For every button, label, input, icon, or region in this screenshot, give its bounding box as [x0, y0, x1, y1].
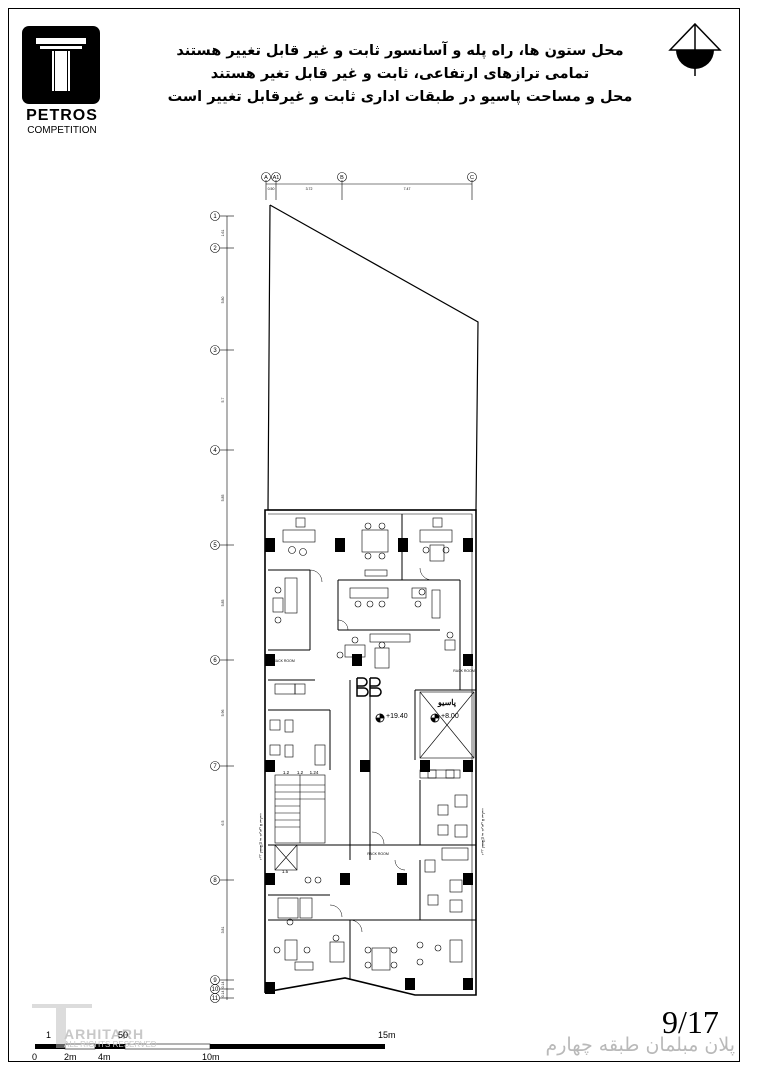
- row-dim: 5.85: [221, 495, 225, 502]
- row-label: 8: [213, 878, 217, 884]
- scale-bar: [35, 1043, 385, 1050]
- interior-walls: [268, 514, 476, 980]
- row-dim: 1.61: [221, 230, 225, 237]
- row-label: 1: [213, 214, 217, 220]
- row-dim: 5.85: [221, 600, 225, 607]
- brand-block: PETROS COMPETITION: [16, 107, 108, 137]
- door-swings: [309, 567, 433, 933]
- level-main: +19.40: [386, 713, 408, 720]
- col-label: A1: [273, 175, 280, 181]
- sheet-number: 9/17: [662, 1004, 719, 1040]
- patio: [419, 691, 475, 759]
- row-dim: 5.80: [221, 297, 225, 304]
- row-dim: 0.14: [221, 991, 225, 998]
- sheet-title: پلان مبلمان طبقه چهارم: [545, 1034, 735, 1056]
- rack-room-label: RACK ROOM: [273, 659, 295, 663]
- stair-dim: 1.2: [283, 770, 290, 775]
- scale-tick: 1: [46, 1030, 52, 1040]
- column-grid: [261, 172, 477, 200]
- row-label: 11: [212, 996, 219, 1002]
- col-label: A: [264, 175, 268, 181]
- col-label: C: [470, 175, 474, 181]
- note-line: محل و مساحت پاسیو در طبقات اداری ثابت و …: [167, 89, 633, 105]
- petros-logo: [22, 26, 100, 104]
- col-label: B: [340, 175, 344, 181]
- row-label: 10: [212, 987, 219, 993]
- stair: [274, 774, 326, 871]
- row-dim: 3.81: [221, 927, 225, 934]
- col-dim: 7.47: [404, 187, 411, 191]
- scale-tick: 0: [32, 1052, 38, 1062]
- north-arrow-icon: [668, 22, 722, 76]
- stair-dim: 1.2: [297, 770, 304, 775]
- row-label: 4: [213, 448, 217, 454]
- stair-dim: 1.24: [310, 770, 319, 775]
- col-dim: 0.50: [268, 187, 275, 191]
- brand-sub: COMPETITION: [27, 125, 97, 136]
- joint-note: درز انقطاع به عرض ۵ سانت: [259, 813, 264, 860]
- scale-tick: 15m: [378, 1030, 396, 1040]
- row-grid: [210, 211, 234, 1003]
- row-dim: 0.14: [221, 982, 225, 989]
- scale-tick: 4m: [98, 1052, 111, 1062]
- note-line: تمامی ترازهای ارتفاعی، ثابت و غیر قابل ت…: [210, 66, 590, 82]
- site-boundary: [267, 204, 479, 511]
- row-label: 9: [213, 978, 217, 984]
- structural-columns: [265, 538, 473, 994]
- brand-name: PETROS: [26, 107, 98, 124]
- furniture: [269, 517, 469, 971]
- elevator-icon: [356, 677, 382, 697]
- row-label: 6: [213, 658, 217, 664]
- sheet-border: [8, 8, 740, 1062]
- row-label: 2: [213, 246, 217, 252]
- joint-note: درز انقطاع به عرض ۵ سانت: [481, 808, 486, 855]
- note-line: محل ستون ها، راه پله و آسانسور ثابت و غی…: [176, 43, 624, 59]
- row-dim: 5.7: [221, 398, 225, 403]
- patio-label: پاسیو: [437, 698, 457, 708]
- watermark-logo: [32, 1004, 92, 1048]
- rack-room-label: RACK ROOM: [453, 669, 475, 673]
- stair-dim: 1.5: [282, 869, 289, 874]
- row-label: 7: [213, 764, 217, 770]
- scale-tick: 2m: [64, 1052, 77, 1062]
- notes-block: محل ستون ها، راه پله و آسانسور ثابت و غی…: [150, 40, 650, 109]
- rack-room-label: RACK ROOM: [367, 852, 389, 856]
- row-dim: 6.5: [221, 821, 225, 826]
- row-dim: 5.96: [221, 710, 225, 717]
- row-label: 3: [213, 348, 217, 354]
- watermark-sub: ALL RIGHTS RESERVED: [64, 1040, 157, 1049]
- scale-tick: 10m: [202, 1052, 220, 1062]
- level-marker: [375, 713, 440, 723]
- col-dim: 3.72: [306, 187, 313, 191]
- stair-treads: [275, 784, 325, 828]
- level-patio: +8.00: [441, 713, 459, 720]
- scale-tick: 50: [118, 1030, 129, 1040]
- watermark-name: ARHITARH: [64, 1026, 145, 1042]
- row-label: 5: [213, 543, 217, 549]
